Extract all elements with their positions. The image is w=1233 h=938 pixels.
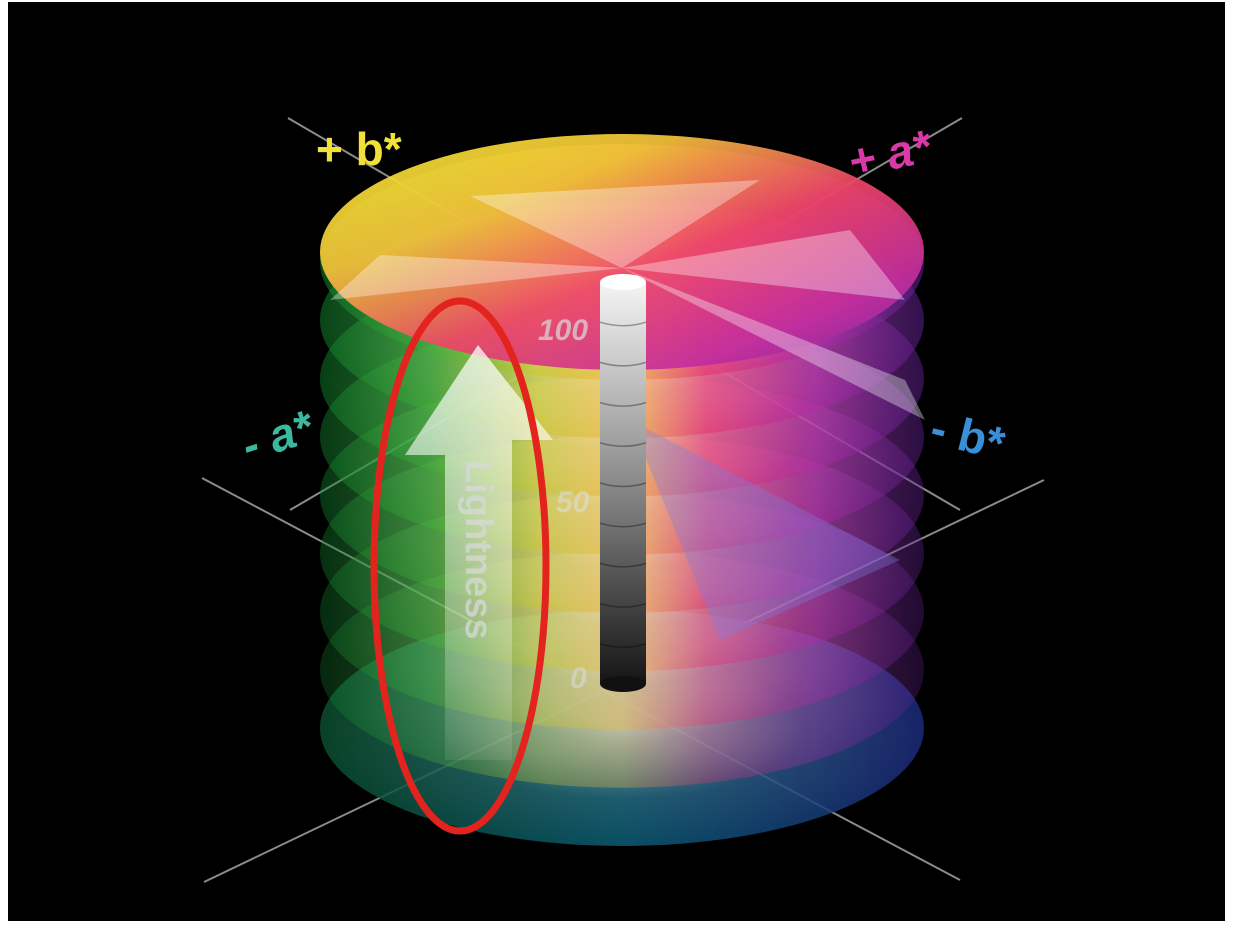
- lightness-column-segment: [599, 401, 647, 407]
- hue-wedge: [330, 255, 622, 300]
- lightness-column-segment: [599, 602, 647, 608]
- lightness-label: Lightness: [457, 460, 499, 639]
- scale-tick-50: 50: [556, 486, 590, 519]
- top-disc-wedges: [330, 180, 925, 640]
- lightness-column-cap: [600, 274, 646, 290]
- hue-wedge: [622, 230, 905, 300]
- highlight-ellipse: [370, 297, 550, 835]
- lightness-column: [599, 274, 647, 692]
- lightness-column-segment: [599, 562, 647, 568]
- hue-wedge: [630, 420, 900, 640]
- lightness-column-segment: [599, 643, 647, 649]
- lightness-column-base: [600, 676, 646, 692]
- scale-tick-100: 100: [538, 314, 588, 347]
- lightness-arrow: Lightness: [405, 345, 553, 760]
- hue-wedge: [470, 180, 760, 268]
- lightness-arrow-shape: [405, 345, 553, 760]
- lightness-column-segment: [599, 361, 647, 367]
- top-disc: [320, 134, 924, 370]
- lightness-column-segment: [599, 482, 647, 488]
- lightness-column-body: [600, 282, 646, 684]
- axis-label-plus-b: + b*: [316, 123, 402, 175]
- scale-tick-0: 0: [570, 662, 587, 695]
- lightness-column-segment: [599, 321, 647, 327]
- lightness-column-segment: [599, 442, 647, 448]
- lightness-column-segment: [599, 522, 647, 528]
- hue-wedge: [622, 268, 925, 420]
